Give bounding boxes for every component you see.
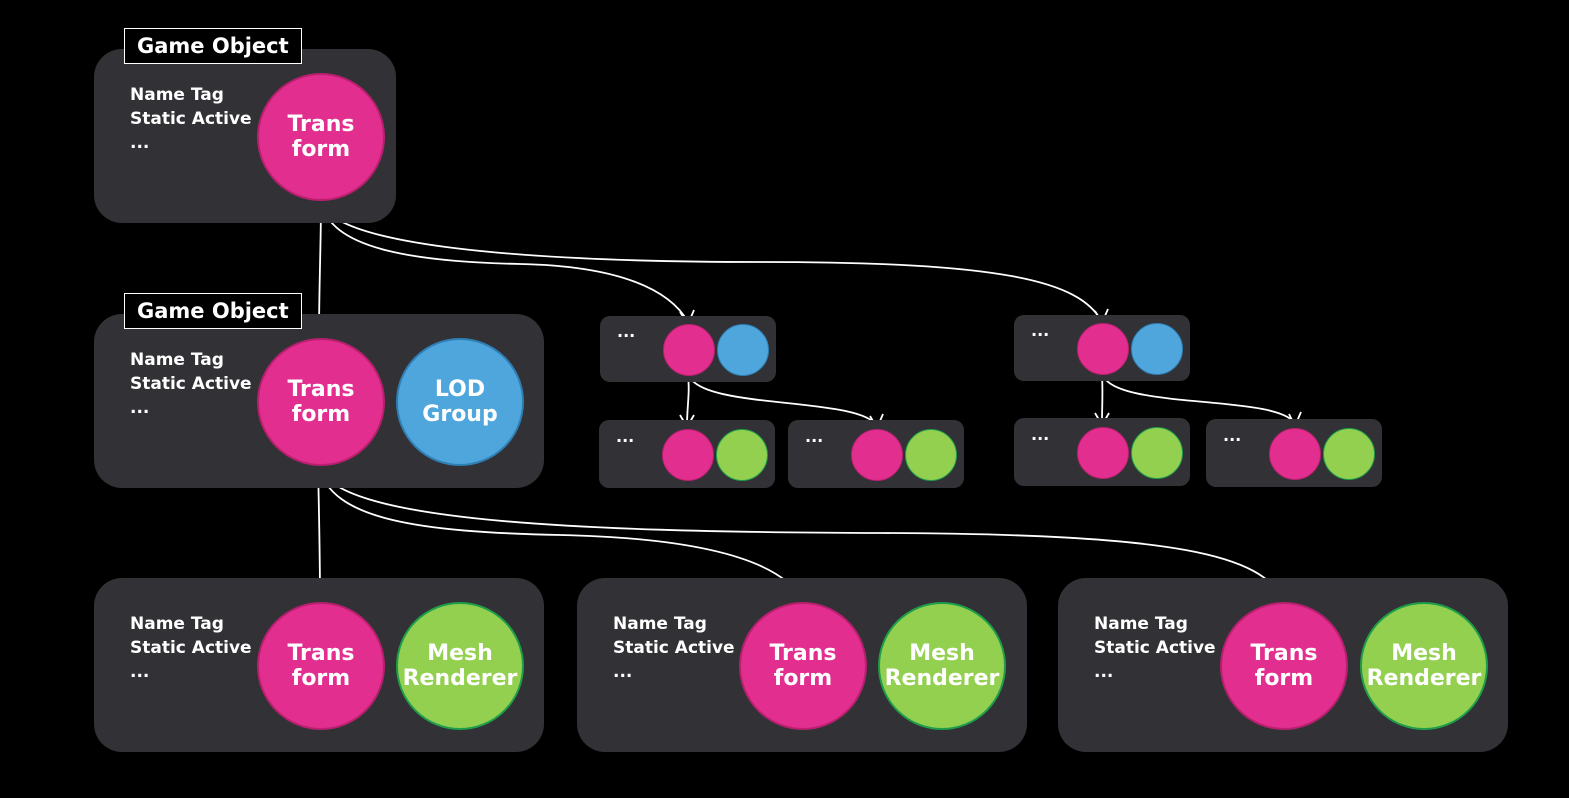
mini-ellipsis: ... — [1031, 425, 1050, 444]
prop-static-active: Static Active — [613, 638, 735, 658]
transform-component: Trans form — [739, 602, 867, 730]
mini-mesh-dot — [716, 429, 768, 481]
transform-label: Trans form — [769, 641, 837, 691]
transform-component: Trans form — [1220, 602, 1348, 730]
mini-ellipsis: ... — [617, 322, 636, 341]
mesh-renderer-component: Mesh Renderer — [1360, 602, 1488, 730]
transform-component: Trans form — [257, 338, 385, 466]
lod-group-label: LOD Group — [422, 377, 498, 427]
mini-mesh-dot — [905, 429, 957, 481]
prop-ellipsis: ... — [130, 398, 150, 418]
mesh-renderer-component: Mesh Renderer — [396, 602, 524, 730]
mini-ellipsis: ... — [1223, 426, 1242, 445]
mini-transform-dot — [851, 429, 903, 481]
prop-static-active: Static Active — [1094, 638, 1216, 658]
mini-mesh-dot — [1131, 427, 1183, 479]
mesh-renderer-label: Mesh Renderer — [1366, 641, 1482, 691]
mini-lod-dot — [717, 324, 769, 376]
prop-name-tag: Name Tag — [130, 350, 224, 370]
prop-static-active: Static Active — [130, 109, 252, 129]
wire-mini1-child-b — [688, 374, 878, 427]
prop-static-active: Static Active — [130, 374, 252, 394]
prop-name-tag: Name Tag — [130, 85, 224, 105]
game-object-top-title: Game Object — [124, 28, 302, 64]
prop-name-tag: Name Tag — [613, 614, 707, 634]
transform-label: Trans form — [1250, 641, 1318, 691]
mini-transform-dot — [663, 324, 715, 376]
mini-transform-dot — [1269, 428, 1321, 480]
prop-name-tag: Name Tag — [1094, 614, 1188, 634]
wire-mid-to-child2 — [318, 465, 804, 601]
mini-transform-dot — [662, 429, 714, 481]
mini-mesh-dot — [1323, 428, 1375, 480]
game-object-mid-title: Game Object — [124, 293, 302, 329]
wire-mini1-child-a — [686, 374, 690, 427]
child-object-props: Name Tag Static Active ... — [130, 612, 252, 684]
prop-ellipsis: ... — [613, 662, 633, 682]
wire-top-to-mini1 — [321, 202, 689, 323]
wire-mini2-child-b — [1102, 374, 1296, 425]
mini-transform-dot — [1077, 323, 1129, 375]
transform-label: Trans form — [287, 641, 355, 691]
game-object-mid-props: Name Tag Static Active ... — [130, 348, 252, 420]
mini-ellipsis: ... — [1031, 321, 1050, 340]
mini-lod-dot — [1131, 323, 1183, 375]
transform-label: Trans form — [287, 112, 355, 162]
mesh-renderer-label: Mesh Renderer — [402, 641, 518, 691]
mesh-renderer-label: Mesh Renderer — [884, 641, 1000, 691]
mini-ellipsis: ... — [805, 427, 824, 446]
transform-label: Trans form — [287, 377, 355, 427]
prop-name-tag: Name Tag — [130, 614, 224, 634]
child-object-props: Name Tag Static Active ... — [1094, 612, 1216, 684]
mini-ellipsis: ... — [616, 427, 635, 446]
game-object-top-props: Name Tag Static Active ... — [130, 83, 252, 155]
wire-top-to-mini2 — [321, 202, 1103, 323]
wire-mid-to-child3 — [318, 465, 1285, 601]
mesh-renderer-component: Mesh Renderer — [878, 602, 1006, 730]
prop-ellipsis: ... — [130, 662, 150, 682]
mini-transform-dot — [1077, 427, 1129, 479]
prop-ellipsis: ... — [1094, 662, 1114, 682]
lod-group-component: LOD Group — [396, 338, 524, 466]
child-object-props: Name Tag Static Active ... — [613, 612, 735, 684]
prop-static-active: Static Active — [130, 638, 252, 658]
prop-ellipsis: ... — [130, 133, 150, 153]
transform-component: Trans form — [257, 73, 385, 201]
transform-component: Trans form — [257, 602, 385, 730]
